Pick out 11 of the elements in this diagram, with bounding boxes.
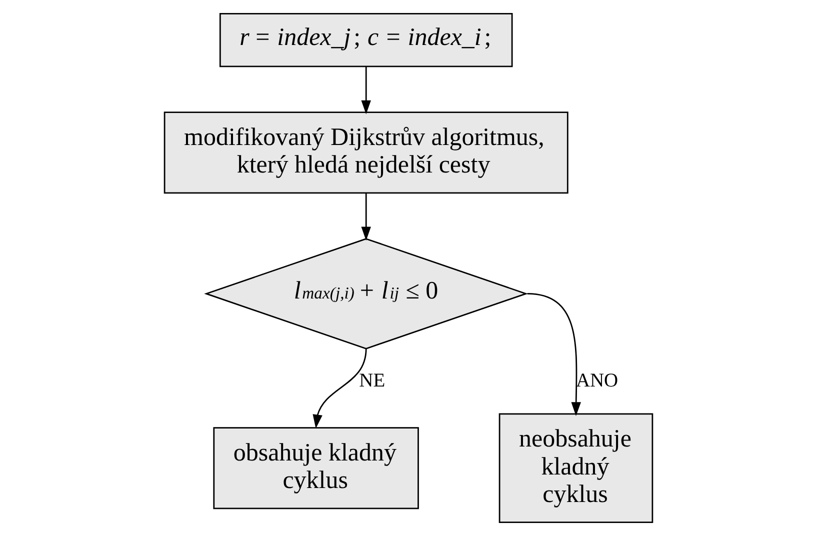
edge-label: NE <box>359 370 386 392</box>
node-box: obsahuje kladný cyklus <box>213 427 419 510</box>
node-box: r = index_j; c = index_i; <box>219 12 513 68</box>
arrow <box>312 348 367 429</box>
node-box: modifikovaný Dijkstrův algoritmus, který hledá nejdelší cesty <box>164 112 568 194</box>
arrow <box>361 66 371 114</box>
edge-label: ANO <box>576 370 618 392</box>
arrow <box>361 193 371 241</box>
arrow <box>527 293 581 416</box>
node-box: neobsahuje kladný cyklus <box>498 413 654 524</box>
node-diamond: lmax(j,i) + lij ≤ 0 <box>204 238 528 350</box>
